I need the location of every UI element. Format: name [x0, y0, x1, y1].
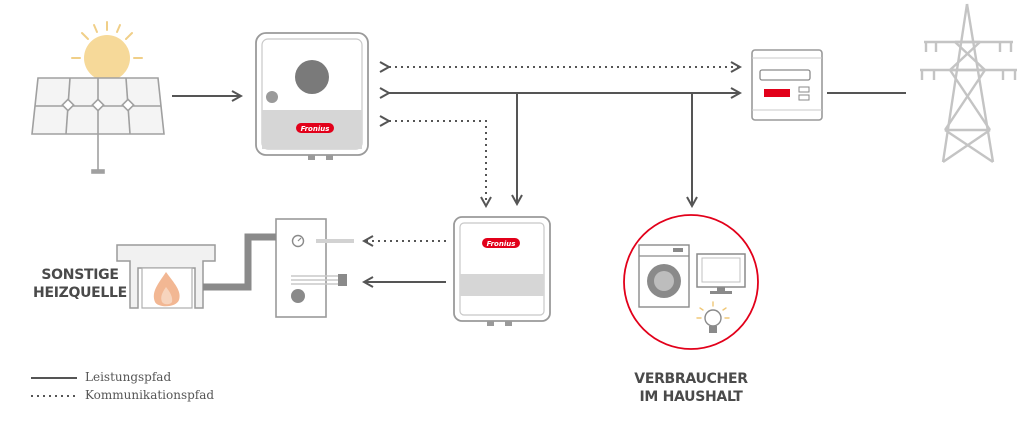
fronius-logo: [296, 123, 334, 133]
consumers-label-line2: IM HAUSHALT: [639, 389, 743, 405]
monitor-icon: [696, 253, 746, 294]
comm-arrow-inverter-battery: [389, 121, 486, 206]
legend-communication-label: Kommunikationspfad: [85, 388, 215, 402]
consumers-label-line1: VERBRAUCHER: [634, 371, 748, 387]
legend-swatches: [31, 377, 77, 397]
heating-controller-icon: [275, 218, 354, 318]
sun-icon: [71, 21, 143, 81]
power-paths: [172, 93, 906, 282]
battery-icon: Fronius: [453, 216, 551, 326]
fronius-logo-text: Fronius: [301, 125, 330, 133]
light-bulb-icon: [696, 301, 730, 333]
smart-meter-icon: [751, 49, 823, 121]
household-consumers-group: [623, 214, 759, 350]
fireplace-icon: [116, 244, 216, 309]
washing-machine-icon: [638, 244, 690, 308]
legend-power-label: Leistungspfad: [85, 370, 172, 384]
communication-paths: [364, 67, 740, 241]
flame-icon: [153, 272, 180, 307]
fronius-logo: [482, 238, 520, 248]
heat-source-label-line1: SONSTIGE: [41, 267, 119, 283]
heat-source-label-line2: HEIZQUELLE: [33, 285, 127, 301]
power-pylon-icon: [920, 3, 1017, 163]
consumers-label: VERBRAUCHER IM HAUSHALT: [611, 370, 771, 406]
heat-pipe: [203, 233, 276, 291]
inverter-icon: Fronius: [255, 32, 369, 160]
heat-source-label: SONSTIGE HEIZQUELLE: [30, 266, 130, 302]
fronius-logo-text: Fronius: [487, 240, 516, 248]
solar-panel-icon: [31, 77, 165, 174]
